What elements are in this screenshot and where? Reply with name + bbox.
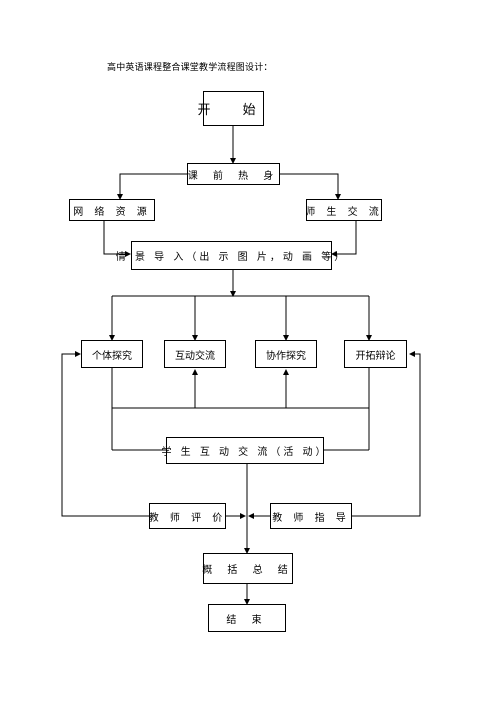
diagram-title: 高中英语课程整合课堂教学流程图设计： [107, 63, 273, 73]
individual-inquiry-node: 个体探究 [81, 340, 143, 368]
arrow-warmup-to-exchange [280, 173, 341, 200]
teacher-guidance-node: 教 师 指 导 [270, 503, 352, 529]
start-node: 开 始 [197, 91, 264, 126]
collaborative-inquiry-node: 协作探究 [255, 340, 317, 368]
warmup-node: 课 前 热 身 [187, 163, 280, 185]
teacher-student-exchange-node: 师 生 交 流 [305, 199, 382, 221]
scene-intro-node: 情 景 导 入（出 示 图 片，动 画 等） [116, 241, 344, 270]
network-resources-node: 网 络 资 源 [69, 199, 155, 221]
interactive-exchange-node: 互动交流 [164, 340, 226, 368]
open-debate-node: 开拓辩论 [344, 340, 407, 368]
summary-node: 概 括 总 结 [202, 553, 293, 584]
loop-left [61, 351, 149, 517]
arrow-exchange-to-intro [331, 221, 357, 257]
student-interaction-node: 学 生 互 动 交 流（活 动） [161, 437, 326, 464]
loop-right [352, 351, 421, 517]
end-node: 结 束 [208, 604, 286, 632]
arrow-network-to-intro [103, 221, 131, 257]
teacher-evaluation-node: 教 师 评 价 [149, 503, 226, 529]
arrow-warmup-to-network [117, 173, 187, 200]
